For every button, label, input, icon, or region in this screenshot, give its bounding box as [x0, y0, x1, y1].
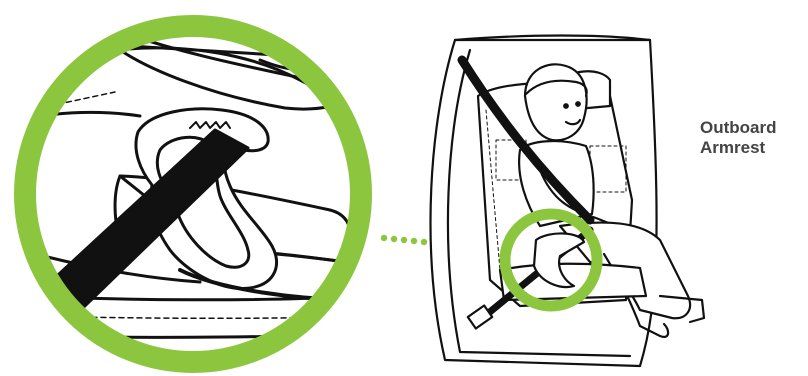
- label-line-2: Armrest: [700, 138, 777, 158]
- outboard-armrest-label: Outboard Armrest: [700, 118, 777, 158]
- car-interior-scene: [431, 36, 704, 367]
- label-line-1: Outboard: [700, 118, 777, 138]
